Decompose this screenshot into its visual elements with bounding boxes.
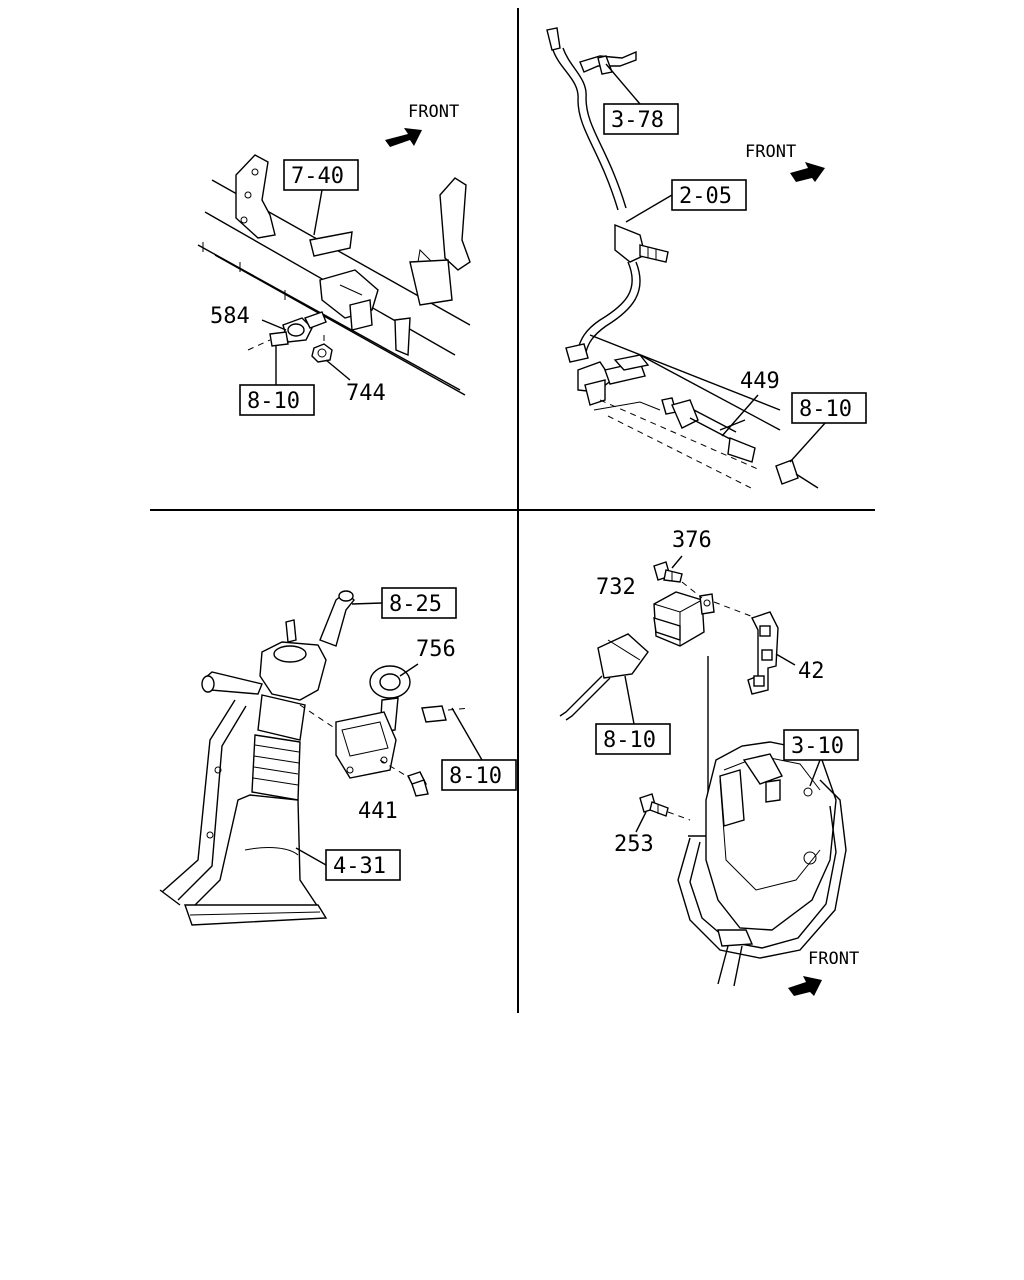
panel-top-right: FRONT bbox=[546, 27, 867, 491]
housing-assembly bbox=[677, 741, 847, 987]
ref-box-8-10 bbox=[441, 759, 517, 791]
ref-box-3-10 bbox=[783, 729, 859, 761]
panel-bottom-left: 756 441 8-25 8-10 4-31 bbox=[159, 587, 517, 926]
ref-box-2-05 bbox=[671, 179, 747, 211]
front-arrow-icon bbox=[385, 128, 422, 147]
steering-column-assembly bbox=[159, 590, 355, 926]
ref-box-8-10 bbox=[595, 723, 671, 755]
part-253-bolt bbox=[639, 793, 691, 821]
ref-box-4-31 bbox=[325, 849, 401, 881]
part-584-sensor bbox=[261, 311, 327, 343]
ref-8-25-label: 8-25 bbox=[389, 592, 442, 617]
ref-3-78-label: 3-78 bbox=[611, 108, 664, 133]
ref-box-3-78 bbox=[603, 103, 679, 135]
panel-top-left: FRONT bbox=[197, 102, 471, 416]
front-arrow-icon bbox=[788, 976, 822, 996]
part-732-label: 732 bbox=[596, 575, 636, 600]
panel-bottom-right: FRONT 376 732 42 bbox=[559, 528, 859, 996]
ref-box-7-40 bbox=[283, 159, 359, 191]
ref-8-10-label: 8-10 bbox=[247, 389, 300, 414]
part-42-label: 42 bbox=[798, 659, 825, 684]
part-584-label: 584 bbox=[210, 304, 250, 329]
connector-icon bbox=[247, 331, 289, 386]
connector-icon bbox=[421, 705, 483, 761]
ref-4-31-label: 4-31 bbox=[333, 854, 386, 879]
part-744-label: 744 bbox=[346, 381, 386, 406]
connector-icon bbox=[559, 633, 649, 725]
part-42-bracket bbox=[747, 611, 796, 695]
frame-rails bbox=[589, 334, 781, 491]
ref-3-10-label: 3-10 bbox=[791, 734, 844, 759]
ref-2-05-label: 2-05 bbox=[679, 184, 732, 209]
ref-7-40-label: 7-40 bbox=[291, 164, 344, 189]
part-441-bolt bbox=[379, 759, 429, 797]
part-376-label: 376 bbox=[672, 528, 712, 553]
ref-8-10-label: 8-10 bbox=[449, 764, 502, 789]
ref-8-10-label: 8-10 bbox=[799, 397, 852, 422]
part-253-label: 253 bbox=[614, 832, 654, 857]
ref-box-8-10 bbox=[791, 392, 867, 424]
part-449-sensor bbox=[661, 397, 756, 463]
part-756-label: 756 bbox=[416, 637, 456, 662]
ref-8-10-label: 8-10 bbox=[603, 728, 656, 753]
front-arrow-icon bbox=[790, 162, 825, 182]
part-376-bolt bbox=[653, 555, 683, 583]
front-label: FRONT bbox=[408, 102, 459, 122]
part-744-nut bbox=[311, 335, 351, 381]
part-449-label: 449 bbox=[740, 369, 780, 394]
frame-rails bbox=[197, 154, 471, 396]
hose-assembly bbox=[546, 27, 669, 406]
connector-icon bbox=[775, 421, 827, 489]
front-label: FRONT bbox=[808, 949, 859, 969]
part-441-label: 441 bbox=[358, 799, 398, 824]
part-732-module bbox=[653, 591, 715, 647]
ref-box-8-25 bbox=[381, 587, 457, 619]
module-bracket bbox=[335, 711, 397, 779]
front-label: FRONT bbox=[745, 142, 796, 162]
ref-box-8-10 bbox=[239, 384, 315, 416]
